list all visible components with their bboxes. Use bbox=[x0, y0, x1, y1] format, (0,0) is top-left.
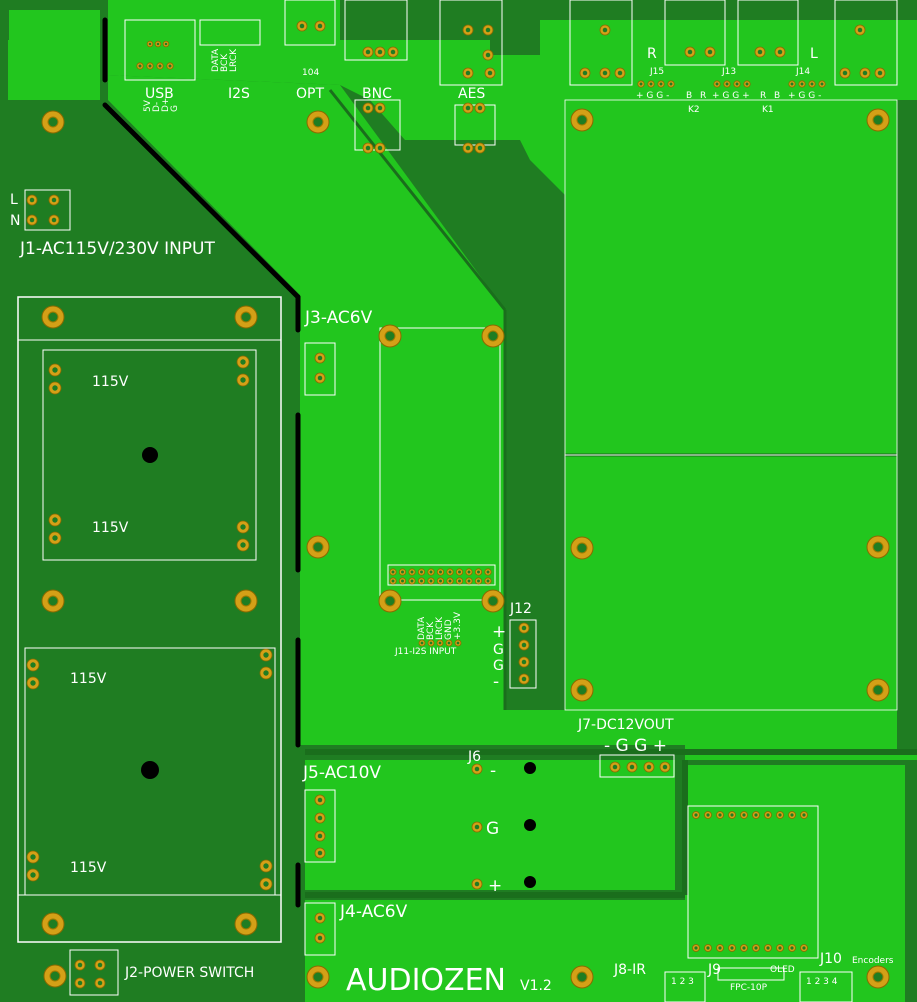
j12-pin-g2: G bbox=[493, 658, 504, 674]
j6-plus: + bbox=[488, 876, 502, 896]
pin-r-left: R bbox=[700, 91, 706, 101]
j12-pin-g1: G bbox=[493, 642, 504, 658]
j15-pins: + G G - bbox=[636, 91, 669, 101]
brand-label: AUDIOZEN bbox=[346, 963, 506, 998]
j11-label: J11-I2S INPUT bbox=[394, 647, 457, 657]
j11-pin-bck: BCK bbox=[426, 621, 436, 640]
copper-main-area bbox=[108, 75, 917, 760]
j7-label: J7-DC12VOUT bbox=[577, 717, 674, 733]
v115-label-4: 115V bbox=[70, 860, 107, 876]
usb-pin-5v: 5V bbox=[143, 99, 153, 112]
j6-label: J6 bbox=[467, 749, 481, 765]
j15-label: J15 bbox=[649, 67, 664, 77]
j14-label: J14 bbox=[795, 67, 810, 77]
j7-pins: - G G + bbox=[604, 736, 667, 756]
oled-module-outline bbox=[687, 805, 819, 959]
bnc-label: BNC bbox=[362, 86, 392, 102]
i2s-module-outline bbox=[379, 327, 501, 601]
encoders-label: Encoders bbox=[852, 956, 894, 966]
pin-b-left: B bbox=[686, 91, 692, 101]
j10-label: J10 bbox=[819, 951, 842, 967]
usb-pin-g: G bbox=[170, 105, 180, 112]
transformer-frame bbox=[17, 296, 282, 943]
j8-pins: 1 2 3 bbox=[671, 977, 694, 987]
j12-pin-plus: + bbox=[492, 622, 506, 642]
j13-pins: + G G + bbox=[712, 91, 750, 101]
i2s-label: I2S bbox=[228, 86, 250, 102]
oled-label: OLED bbox=[770, 965, 795, 975]
j12-label: J12 bbox=[509, 601, 532, 617]
l-terminal-label: L bbox=[10, 192, 18, 208]
transformer-1-outline bbox=[42, 349, 257, 561]
j4-label: J4-AC6V bbox=[339, 902, 408, 922]
k2-label: K2 bbox=[688, 105, 700, 115]
copper-bottom-area bbox=[305, 765, 905, 1002]
pin-b-right: B bbox=[774, 91, 780, 101]
j11-pin-33v: +3.3V bbox=[453, 611, 463, 640]
j11-pin-data: DATA bbox=[417, 616, 427, 640]
j8-label: J8-IR bbox=[613, 962, 646, 978]
i2s-pin-lrck: LRCK bbox=[229, 48, 239, 72]
transformer-2-outline bbox=[24, 647, 276, 896]
j2-label: J2-POWER SWITCH bbox=[124, 965, 254, 981]
copper-left-area bbox=[8, 10, 100, 100]
v115-label-2: 115V bbox=[92, 520, 129, 536]
j9-label: J9 bbox=[707, 962, 721, 978]
j13-label: J13 bbox=[721, 67, 736, 77]
opt-code-label: 104 bbox=[302, 68, 319, 78]
copper-right-mid bbox=[565, 455, 897, 710]
v115-label-1: 115V bbox=[92, 374, 129, 390]
j1-label: J1-AC115V/230V INPUT bbox=[19, 239, 216, 259]
j6-minus: - bbox=[490, 761, 496, 781]
n-terminal-label: N bbox=[10, 213, 20, 229]
j6-g: G bbox=[486, 819, 499, 839]
aes-label: AES bbox=[458, 86, 485, 102]
usb-label: USB bbox=[145, 86, 174, 102]
opt-label: OPT bbox=[296, 86, 324, 102]
version-label: V1.2 bbox=[520, 978, 552, 994]
j14-pins: + G G - bbox=[788, 91, 821, 101]
v115-label-3: 115V bbox=[70, 671, 107, 687]
copper-top-area bbox=[108, 0, 917, 195]
j5-label: J5-AC10V bbox=[302, 763, 381, 783]
usb-pin-dplus: D+ bbox=[161, 98, 171, 112]
i2s-pin-bck: BCK bbox=[220, 53, 230, 72]
j11-pin-lrck: LRCK bbox=[435, 616, 445, 640]
usb-pin-dminus: D- bbox=[152, 102, 162, 112]
copper-right-block bbox=[565, 100, 897, 455]
fpc-label: FPC-10P bbox=[730, 983, 768, 993]
j12-pin-minus: - bbox=[493, 672, 499, 692]
pin-r-right: R bbox=[760, 91, 766, 101]
r-label: R bbox=[647, 46, 657, 62]
l-label: L bbox=[810, 46, 818, 62]
j11-pin-gnd: GND bbox=[444, 619, 454, 640]
j3-label: J3-AC6V bbox=[304, 308, 373, 328]
i2s-pin-data: DATA bbox=[211, 48, 221, 72]
copper-j5-area bbox=[305, 760, 675, 890]
k1-label: K1 bbox=[762, 105, 774, 115]
j10-pins: 1 2 3 4 bbox=[806, 977, 838, 987]
